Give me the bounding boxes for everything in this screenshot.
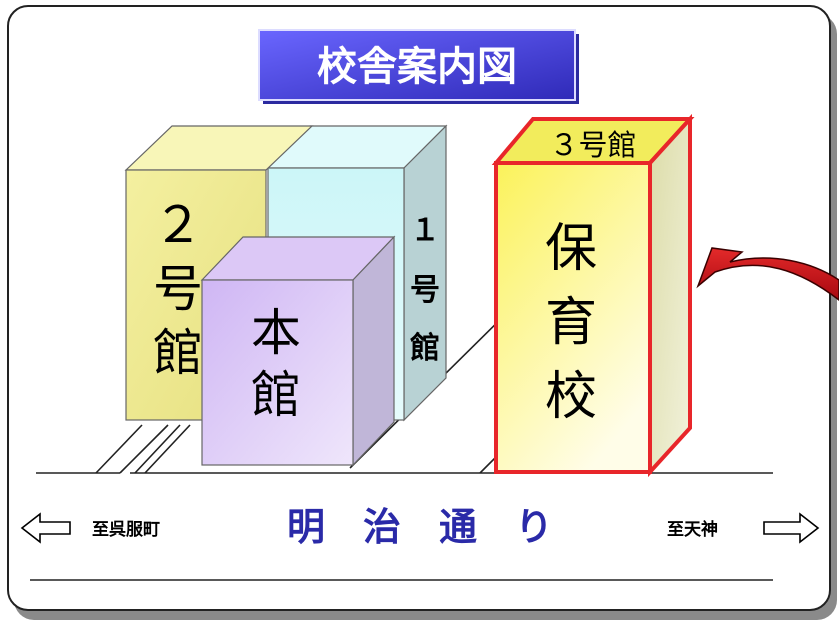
building-3: ３号館 保 育 校 <box>491 113 695 478</box>
building-3-char-1: 保 <box>545 219 597 279</box>
map-title: 校舎案内図 <box>317 44 517 90</box>
building-2-char-1: ２ <box>153 196 203 254</box>
building-3-label: ３号館 <box>549 128 636 162</box>
direction-left-label: 至呉服町 <box>92 520 160 540</box>
building-2-char-2: 号 <box>153 260 203 318</box>
direction-right-label: 至天神 <box>667 519 718 540</box>
right-arrow-icon <box>763 512 820 544</box>
building-3-char-2: 育 <box>545 293 597 353</box>
building-1-char-3: 館 <box>410 331 440 366</box>
building-1-char-2: 号 <box>410 273 440 308</box>
building-3-char-3: 校 <box>545 367 597 427</box>
highlight-arrow <box>696 247 839 301</box>
left-arrow-icon <box>20 512 71 544</box>
ground-lines <box>30 299 773 581</box>
main-building-char-1: 本 <box>251 304 301 362</box>
direction-right: 至天神 <box>667 512 820 544</box>
main-building-char-2: 館 <box>251 366 301 424</box>
building-1-char-1: １ <box>410 213 440 248</box>
road-name: 明 治 通 り <box>287 505 553 549</box>
direction-left: 至呉服町 <box>20 512 160 544</box>
title-plate: 校舎案内図 <box>258 29 579 104</box>
main-building: 本 館 <box>200 235 396 467</box>
building-2-char-3: 館 <box>153 324 203 382</box>
